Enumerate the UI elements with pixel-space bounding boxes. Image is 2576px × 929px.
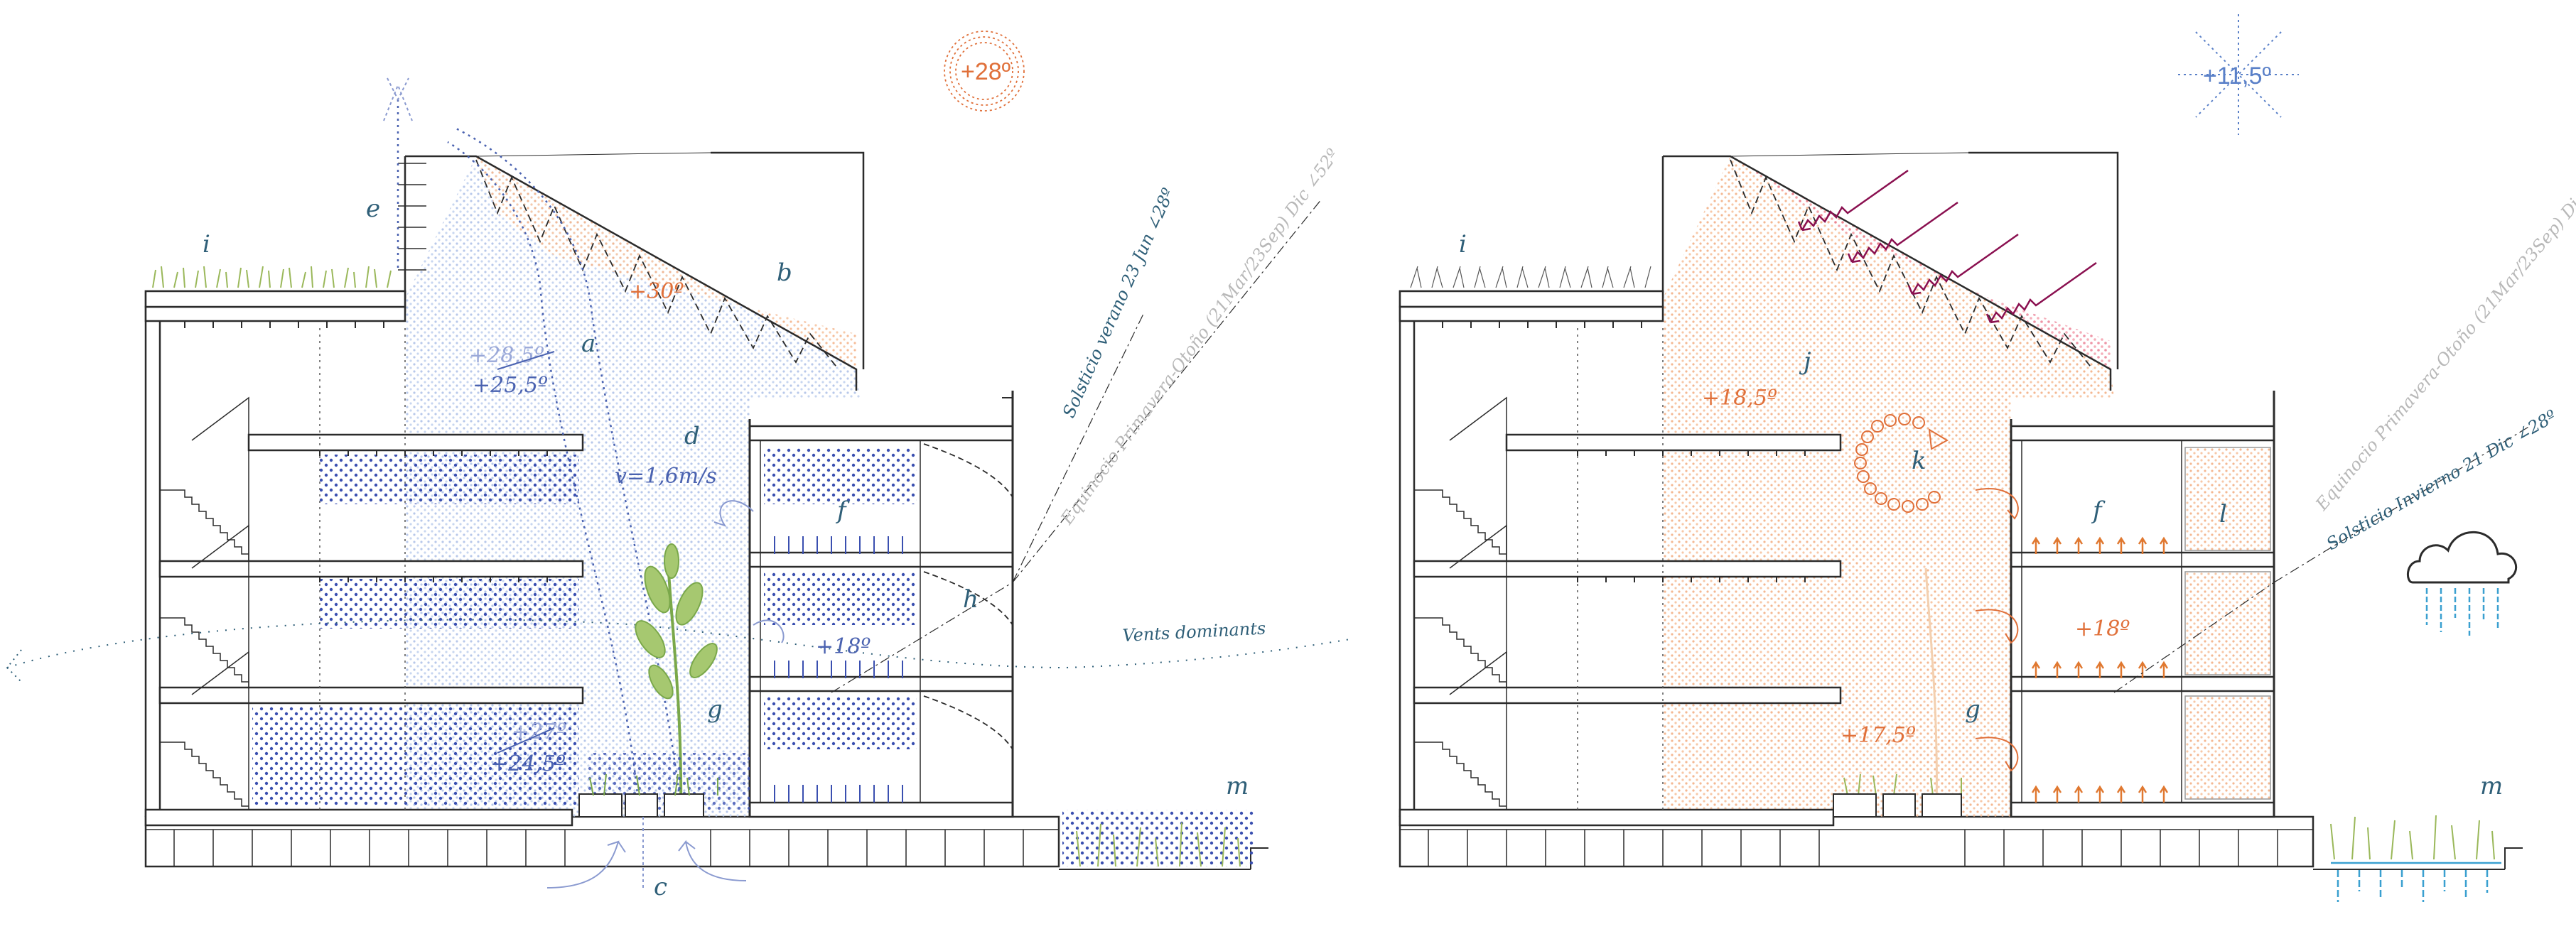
temp-upper: +25,5º <box>473 373 548 398</box>
velocity: v=1,6m/s <box>615 464 717 489</box>
left-block-floors <box>144 328 584 827</box>
label-l: l <box>2219 500 2227 528</box>
temp-roof: +30º <box>629 279 684 304</box>
temp-lower: +24,5º <box>490 751 566 776</box>
label-b: b <box>777 259 792 287</box>
label-c: c <box>654 873 667 901</box>
temp-upper-old: +28,5º <box>469 343 544 368</box>
temp-floor-right: +18º <box>2075 616 2130 641</box>
temp-lower-right: +17,5º <box>1841 723 1916 748</box>
left-atrium-air <box>405 156 860 817</box>
label-i-right: i <box>1459 230 1467 259</box>
label-h: h <box>963 585 979 614</box>
label-k: k <box>1912 447 1926 475</box>
right-atrium-air <box>1663 156 2114 817</box>
left-green-roof <box>152 266 392 288</box>
sun-temp: +28º <box>961 58 1011 85</box>
right-pond <box>2330 815 2501 902</box>
temp-upper-right: +18,5º <box>1702 386 1777 411</box>
left-pond <box>1062 810 1254 867</box>
label-e: e <box>366 195 380 223</box>
cloud-rain-icon <box>2406 531 2518 636</box>
label-m-left: m <box>1226 772 1249 800</box>
left-airflow <box>397 99 684 817</box>
intake-arrows <box>546 817 747 889</box>
right-section: +11,5º i j k f l g m +18,5º +18º +17,5º … <box>1399 14 2576 902</box>
temp-floor-left: +18º <box>816 634 871 659</box>
label-g-right: g <box>1965 695 1980 724</box>
label-d: d <box>684 422 700 450</box>
label-a: a <box>581 330 596 358</box>
sun-icon <box>944 31 1025 112</box>
temp-lower-old: +27º <box>512 719 566 744</box>
winter-sun-rays <box>1797 169 2097 324</box>
left-roof-shading <box>475 159 839 370</box>
left-planter <box>578 753 750 817</box>
label-f-right: f <box>2091 496 2106 525</box>
label-g-left: g <box>707 695 723 724</box>
label-m-right: m <box>2480 772 2503 800</box>
left-right-block <box>748 391 1014 818</box>
label-i-left: i <box>203 230 210 259</box>
winds-label: Vents dominants <box>1122 618 1266 646</box>
solstice-winter: Solsticio Invierno 21 Dic ∠28º <box>2323 406 2560 555</box>
equinox-right: Equinocio Primavera-Otoño (21Mar/23Sep) … <box>2312 150 2576 515</box>
sky-temp: +11,5º <box>2203 63 2271 89</box>
air-circulation <box>1854 413 1949 513</box>
exhaust-arrow <box>383 77 413 121</box>
left-section: +28º e i b a d f h g c m +30º +28,5º +25… <box>6 31 1351 901</box>
